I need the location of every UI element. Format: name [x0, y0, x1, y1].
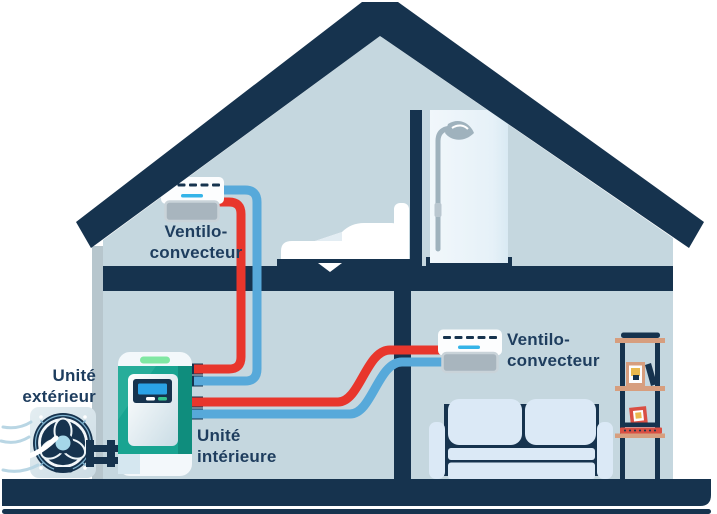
airflow-lines	[0, 420, 59, 473]
hot-pipe-upstairs	[194, 197, 246, 374]
outdoor-unit-vent	[54, 467, 73, 473]
control-display-icon	[133, 379, 172, 403]
bed	[277, 203, 415, 273]
airflow-indicator	[458, 345, 480, 349]
label-line: Ventilo-	[164, 222, 228, 241]
ground-floor-slab	[2, 479, 711, 506]
upstairs-floor-slab	[103, 266, 673, 291]
label-line: convecteur	[149, 243, 243, 262]
bookshelf-pole-right	[655, 340, 660, 479]
book-flat-top	[621, 332, 660, 338]
sofa-armrest-right	[597, 422, 613, 479]
indoor-unit-base-shade	[118, 454, 140, 474]
vent-dashes	[443, 336, 497, 339]
bed-headboard	[394, 203, 409, 265]
airflow-indicator	[181, 194, 203, 198]
indoor-unit	[118, 352, 192, 476]
label-line: Unité	[197, 426, 241, 445]
bed-blanket-fold	[318, 263, 342, 272]
unit-connector	[86, 440, 120, 467]
shower-head-highlight	[451, 124, 469, 130]
bookshelf-top-shelf	[615, 338, 665, 343]
bed-leg-right	[401, 267, 410, 273]
picture-photo	[631, 368, 640, 376]
picture-photo-detail	[633, 375, 639, 380]
bookshelf-pole-left	[620, 340, 625, 479]
shower	[426, 110, 512, 267]
label-fan-coil-lower: Ventilo- convecteur	[507, 329, 600, 371]
outdoor-unit	[0, 407, 96, 478]
bed-blanket-shading	[315, 232, 342, 241]
shower-handle	[434, 203, 442, 217]
label-line: Ventilo-	[507, 330, 570, 349]
sofa-base	[448, 462, 595, 479]
cold-pipe-upstairs	[194, 185, 262, 386]
label-indoor-unit: Unité intérieure	[197, 425, 276, 467]
bed-mattress	[281, 223, 400, 263]
fan-coil-grille	[441, 351, 499, 374]
sofa-seat	[448, 448, 595, 460]
label-line: extérieur	[22, 387, 96, 406]
fan-coil-grille	[164, 200, 220, 223]
vent-dashes	[166, 183, 220, 187]
downstairs-divider-wall	[394, 289, 411, 479]
bookshelf	[615, 332, 665, 479]
red-picture-frame	[629, 406, 648, 426]
bed-frame	[277, 259, 415, 267]
label-fan-coil-upper: Ventilo- convecteur	[126, 221, 266, 263]
sofa-back-cushion-left	[448, 399, 522, 445]
book-thin-navy	[623, 422, 659, 427]
ground-baseline	[2, 509, 711, 514]
label-line: convecteur	[507, 351, 600, 370]
sofa-armrest-left	[429, 422, 445, 479]
fan-coil-body	[438, 329, 502, 356]
sofa	[429, 399, 613, 479]
label-line: Unité	[52, 366, 96, 385]
status-indicator	[140, 356, 170, 364]
shower-head-icon	[445, 120, 474, 140]
label-outdoor-unit: Unité extérieur	[0, 365, 96, 407]
left-exterior-wall	[92, 246, 103, 480]
bookshelf-middle-shelf	[615, 386, 665, 391]
upstairs-divider-wall	[410, 110, 422, 268]
pipes	[192, 185, 468, 419]
bookshelf-bottom-shelf	[615, 433, 665, 438]
cold-pipe-downstairs	[192, 357, 468, 419]
bed-leg-left	[284, 267, 293, 273]
sofa-back-cushion-right	[525, 399, 596, 445]
hot-pipe-downstairs	[192, 345, 468, 407]
indoor-unit-body-shadow	[178, 366, 192, 454]
fan-icon	[33, 413, 93, 473]
fan-coil-unit-lower	[438, 329, 502, 374]
label-line: intérieure	[197, 447, 277, 466]
leaning-book	[645, 363, 657, 386]
